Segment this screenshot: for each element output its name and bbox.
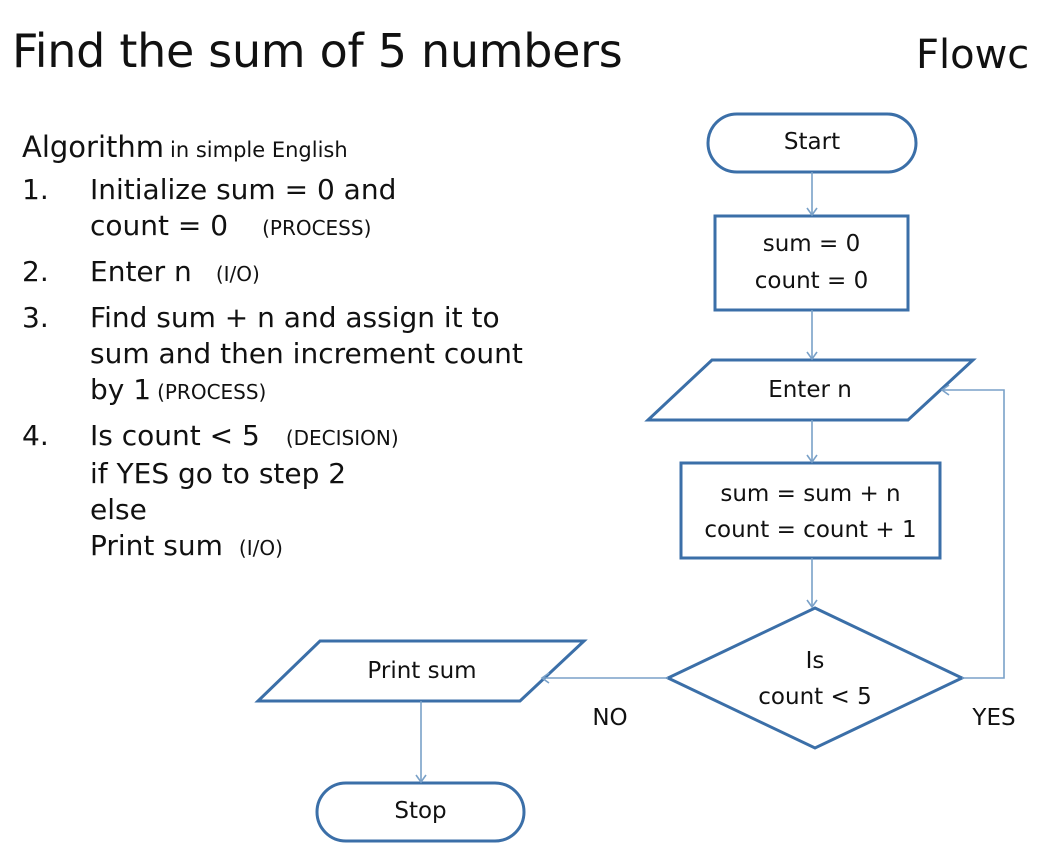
step-number: 3. (22, 301, 49, 334)
algorithm-step-4: 4. Is count < 5 (DECISION) if YES go to s… (22, 418, 562, 566)
yes-branch-label: YES (972, 705, 1016, 731)
step-number: 4. (22, 419, 49, 452)
algorithm-heading-text: Algorithm (22, 130, 165, 164)
init-label-sum: sum = 0 (762, 231, 861, 257)
output-parallelogram (254, 639, 588, 703)
step-tag: (PROCESS) (157, 380, 267, 404)
arrowhead (540, 672, 550, 684)
step-line-text: Print sum (90, 529, 223, 562)
step-line: by 1(PROCESS) (90, 372, 562, 410)
step-number: 1. (22, 173, 49, 206)
algorithm-step-1: 1. Initialize sum = 0 and count = 0 (PROC… (22, 172, 562, 246)
step-number: 2. (22, 255, 49, 288)
start-label: Start (783, 129, 841, 155)
step-line: sum and then increment count (90, 337, 523, 370)
init-process-box (713, 214, 910, 312)
decision-label-condition: count < 5 (758, 684, 872, 710)
algorithm-step-2: 2. Enter n (I/O) (22, 254, 562, 292)
decision-diamond (664, 606, 966, 750)
arrowhead (806, 207, 818, 217)
step-tag: (I/O) (238, 536, 283, 560)
algorithm-heading-note: in simple English (170, 138, 348, 162)
connector-yes-loop (942, 389, 1005, 679)
step-line-text: Enter n (90, 255, 192, 288)
slide-title-right-clipped: Flowc (916, 32, 1030, 78)
input-parallelogram (644, 358, 977, 422)
decision-label-is: Is (805, 648, 825, 674)
step-line: Initialize sum = 0 and (90, 173, 397, 206)
step-line: count = 0 (PROCESS) (90, 208, 562, 246)
algorithm-step-3: 3. Find sum + n and assign it to sum and… (22, 300, 562, 410)
arrowhead (415, 774, 427, 784)
stop-terminator (315, 781, 526, 843)
arrowhead (806, 454, 818, 464)
process-label-sum: sum = sum + n (720, 481, 901, 507)
step-line: Is count < 5 (DECISION) (90, 418, 562, 456)
step-line: Find sum + n and assign it to (90, 301, 500, 334)
no-branch-label: NO (592, 705, 628, 731)
slide-title: Find the sum of 5 numbers (12, 24, 623, 78)
step-tag: (DECISION) (285, 426, 399, 450)
init-label-count: count = 0 (754, 268, 869, 294)
step-line-text: by 1 (90, 373, 152, 406)
step-tag: (I/O) (215, 262, 260, 286)
step-tag: (PROCESS) (262, 216, 372, 240)
step-line: Enter n (I/O) (90, 254, 562, 292)
stop-label: Stop (394, 798, 447, 824)
step-line: if YES go to step 2 (90, 457, 347, 490)
arrowhead (940, 384, 950, 396)
arrowhead (806, 351, 818, 361)
arrowhead (806, 599, 818, 609)
step-line: else (90, 493, 147, 526)
step-line-text: Is count < 5 (90, 419, 260, 452)
step-line: Print sum (I/O) (90, 528, 562, 566)
process-box (679, 461, 942, 560)
output-label: Print sum (367, 658, 477, 684)
step-line-text: count = 0 (90, 209, 229, 242)
input-label: Enter n (768, 377, 852, 403)
process-label-count: count = count + 1 (704, 517, 917, 543)
